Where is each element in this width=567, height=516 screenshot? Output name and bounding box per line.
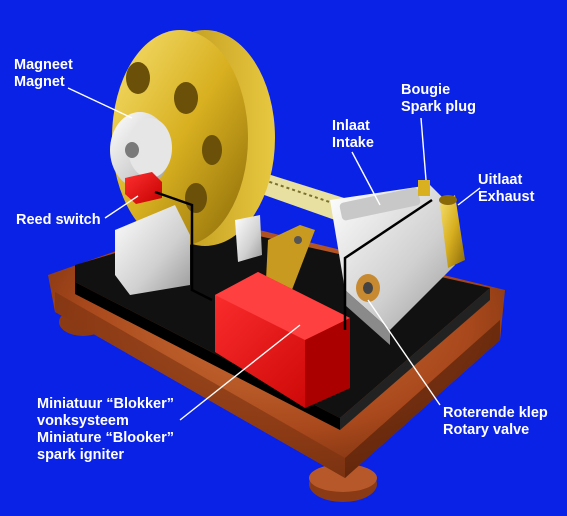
label-spark-igniter-line4: spark igniter xyxy=(37,447,125,463)
label-exhaust: Uitlaat Exhaust xyxy=(478,172,534,206)
leader-rotary-valve xyxy=(367,299,441,406)
label-reed-switch: Reed switch xyxy=(16,212,101,229)
label-magnet-line2: Magnet xyxy=(14,74,65,90)
brass-exhaust xyxy=(439,195,465,268)
label-spark-igniter: Miniatuur “Blokker” vonksysteem Miniatur… xyxy=(37,396,174,464)
label-rotary-valve-line1: Roterende klep xyxy=(443,405,548,421)
label-magnet-line1: Magneet xyxy=(14,57,73,73)
red-igniter-box xyxy=(215,272,350,408)
leader-exhaust xyxy=(457,187,481,206)
leader-intake xyxy=(351,151,381,206)
aluminium-magnet-hub xyxy=(110,112,172,188)
leader-igniter xyxy=(179,324,301,421)
label-magnet: Magneet Magnet xyxy=(14,57,73,91)
label-spark-plug-line2: Spark plug xyxy=(401,99,476,115)
wiring xyxy=(154,190,433,330)
label-exhaust-line2: Exhaust xyxy=(478,189,535,205)
base-foot xyxy=(309,464,377,492)
label-reed-switch-line1: Reed switch xyxy=(16,212,101,228)
label-rotary-valve: Roterende klep Rotary valve xyxy=(443,405,548,439)
leader-reed-switch xyxy=(104,195,139,219)
label-spark-plug-line1: Bougie xyxy=(401,82,451,98)
flywheel-support xyxy=(115,205,262,295)
leader-spark-plug xyxy=(420,117,427,181)
label-rotary-valve-line2: Rotary valve xyxy=(443,422,530,438)
label-intake-line2: Intake xyxy=(332,135,374,151)
spark-plug xyxy=(418,180,430,196)
label-intake-line1: Inlaat xyxy=(332,118,370,134)
leader-lines xyxy=(67,87,481,421)
label-intake: Inlaat Intake xyxy=(332,118,374,152)
label-spark-plug: Bougie Spark plug xyxy=(401,82,476,116)
label-spark-igniter-line1: Miniatuur “Blokker” xyxy=(37,396,174,412)
leader-magnet xyxy=(67,87,133,119)
label-spark-igniter-line3: Miniature “Blooker” xyxy=(37,430,174,446)
red-reed-switch xyxy=(125,172,162,204)
label-exhaust-line1: Uitlaat xyxy=(478,172,523,188)
label-spark-igniter-line2: vonksysteem xyxy=(37,413,129,429)
